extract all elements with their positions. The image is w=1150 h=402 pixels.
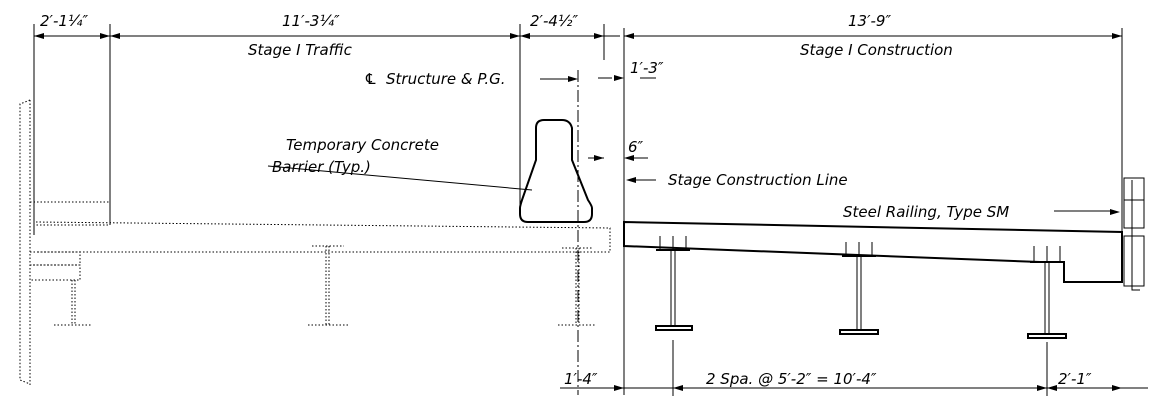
construction-line-leader <box>626 177 656 183</box>
dim-girder-spacing: 2 Spa. @ 5′-2″ = 10′-4″ <box>706 370 877 388</box>
label-barrier-line2: Barrier (Typ.) <box>272 158 371 176</box>
label-construction-line: Stage Construction Line <box>668 171 848 189</box>
label-stage1-construction: Stage I Construction <box>800 41 953 59</box>
temporary-barrier <box>519 119 593 223</box>
existing-deck-dotted <box>19 99 611 385</box>
label-steel-railing: Steel Railing, Type SM <box>843 203 1009 221</box>
dim-stage1-traffic-width: 11′-3¼″ <box>282 12 340 30</box>
dim-bottom-right: 2′-1″ <box>1058 370 1092 388</box>
label-barrier-line1: Temporary Concrete <box>286 136 439 154</box>
barrier-leader <box>267 165 533 191</box>
cl-leader <box>540 76 578 82</box>
top-dimension-line-left <box>33 24 620 235</box>
dim-cl-to-construction-line: 1′-3″ <box>630 59 664 77</box>
dim-barrier-clearance-marks <box>588 155 648 161</box>
label-cl-structure: Structure & P.G. <box>386 70 505 88</box>
dim-stage1-construction-width: 13′-9″ <box>848 12 891 30</box>
dim-cl-to-line-marks <box>598 75 656 81</box>
dim-barrier-offset: 2′-4½″ <box>530 12 578 30</box>
bottom-dimension-line <box>560 340 1148 396</box>
new-deck-solid <box>623 177 1145 339</box>
dim-left-overhang: 2′-1¼″ <box>40 12 88 30</box>
label-stage1-traffic: Stage I Traffic <box>248 41 353 59</box>
dim-barrier-clearance: 6″ <box>628 138 644 156</box>
top-dimension-line-right <box>623 28 1123 395</box>
cl-symbol: ℄ <box>364 70 377 88</box>
dim-bottom-left: 1′-4″ <box>564 370 598 388</box>
